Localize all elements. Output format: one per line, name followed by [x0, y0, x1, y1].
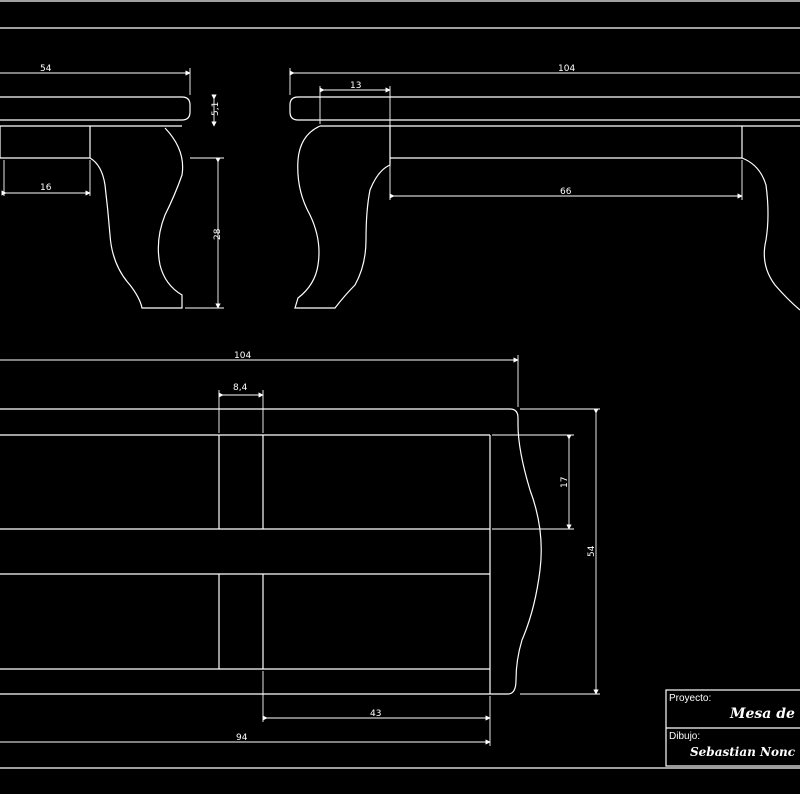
dim-plan-length: 104	[234, 351, 251, 361]
plan-view-dimensions: 104 8,4 17 54 43 94	[0, 351, 600, 746]
dibujo-label: Dibujo:	[669, 731, 700, 742]
plan-view	[0, 408, 542, 695]
dim-plan-inner: 43	[370, 709, 381, 719]
dim-front-between-legs: 66	[560, 187, 572, 197]
proyecto-value: Mesa de	[729, 706, 795, 722]
drawing-frame	[0, 0, 800, 769]
dim-plan-total: 94	[236, 733, 248, 743]
title-block: Proyecto: Mesa de Dibujo: Sebastian Nonc	[665, 689, 800, 767]
side-view-dimensions: 54 5,1 16 28	[0, 64, 224, 309]
dim-plan-depth: 54	[587, 545, 597, 557]
dim-side-width-top: 54	[40, 64, 52, 74]
dim-front-width-top: 104	[558, 64, 575, 74]
dim-plan-slat: 8,4	[233, 383, 248, 393]
dim-plan-opening: 17	[560, 477, 570, 488]
dim-side-leg-height: 28	[213, 228, 223, 240]
front-view-dimensions: 104 13 66	[289, 64, 800, 200]
front-view	[289, 96, 800, 311]
side-view	[0, 96, 191, 309]
proyecto-label: Proyecto:	[669, 693, 711, 704]
dim-side-thickness: 5,1	[211, 102, 221, 116]
dim-front-overhang: 13	[350, 81, 361, 91]
dim-side-leg-spacing: 16	[40, 183, 52, 193]
dibujo-value: Sebastian Nonc	[690, 745, 796, 759]
